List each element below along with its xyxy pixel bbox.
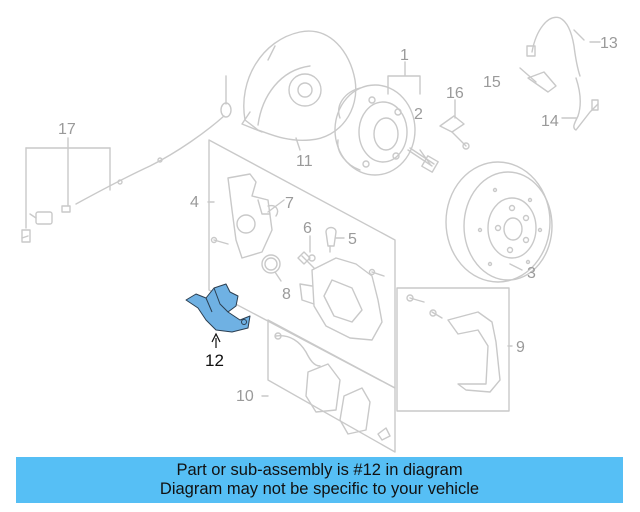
label-2: 2 [414,106,423,123]
small-bolt[interactable] [210,236,385,277]
banner-line-2: Diagram may not be specific to your vehi… [159,480,480,498]
caliper-piston-part-7[interactable] [227,173,279,259]
brake-pads-panel-part-10 [267,319,396,453]
label-12: 12 [205,351,224,370]
hub-bearing-part-1[interactable] [334,84,416,176]
seal-ring-part-8[interactable] [261,254,281,274]
caliper-housing[interactable] [299,257,383,341]
caliper-bracket-panel-part-9 [396,287,510,412]
label-11: 11 [296,153,313,170]
brake-line-part-14[interactable] [573,77,599,131]
label-7: 7 [285,195,294,212]
label-16: 16 [446,85,464,102]
label-9: 9 [516,339,525,356]
bleeder-cap-part-5[interactable] [325,226,337,253]
bracket-bolt-part-16[interactable] [439,115,470,150]
label-10: 10 [236,388,254,405]
guide-bolt-part-6[interactable] [297,251,316,269]
label-4: 4 [190,194,199,211]
arrow-icon [211,332,221,343]
brake-hose-part-13[interactable] [526,16,585,77]
label-15: 15 [483,74,501,91]
info-banner: Part or sub-assembly is #12 in diagram D… [16,457,623,503]
wear-sensor-wire-part-17[interactable] [21,75,232,243]
banner-line-1: Part or sub-assembly is #12 in diagram [176,461,463,479]
hub-bolt-part-2[interactable] [407,147,439,173]
label-6: 6 [303,220,312,237]
hose-bracket-part-15[interactable] [527,71,557,93]
label-3: 3 [527,265,536,282]
label-14: 14 [541,113,559,130]
label-5: 5 [348,231,357,248]
leader-lines [207,41,601,397]
part-labels: 1 2 3 4 5 6 7 8 9 10 11 12 13 14 15 16 1… [58,35,618,405]
caliper-assembly-panel-part-4 [208,139,396,389]
brake-rotor-part-3[interactable] [445,161,553,283]
dust-shield-part-11[interactable] [241,30,357,142]
label-8: 8 [282,286,291,303]
label-1: 1 [400,47,409,64]
label-13: 13 [600,35,618,52]
label-17: 17 [58,121,76,138]
highlighted-part-12[interactable] [185,283,251,333]
